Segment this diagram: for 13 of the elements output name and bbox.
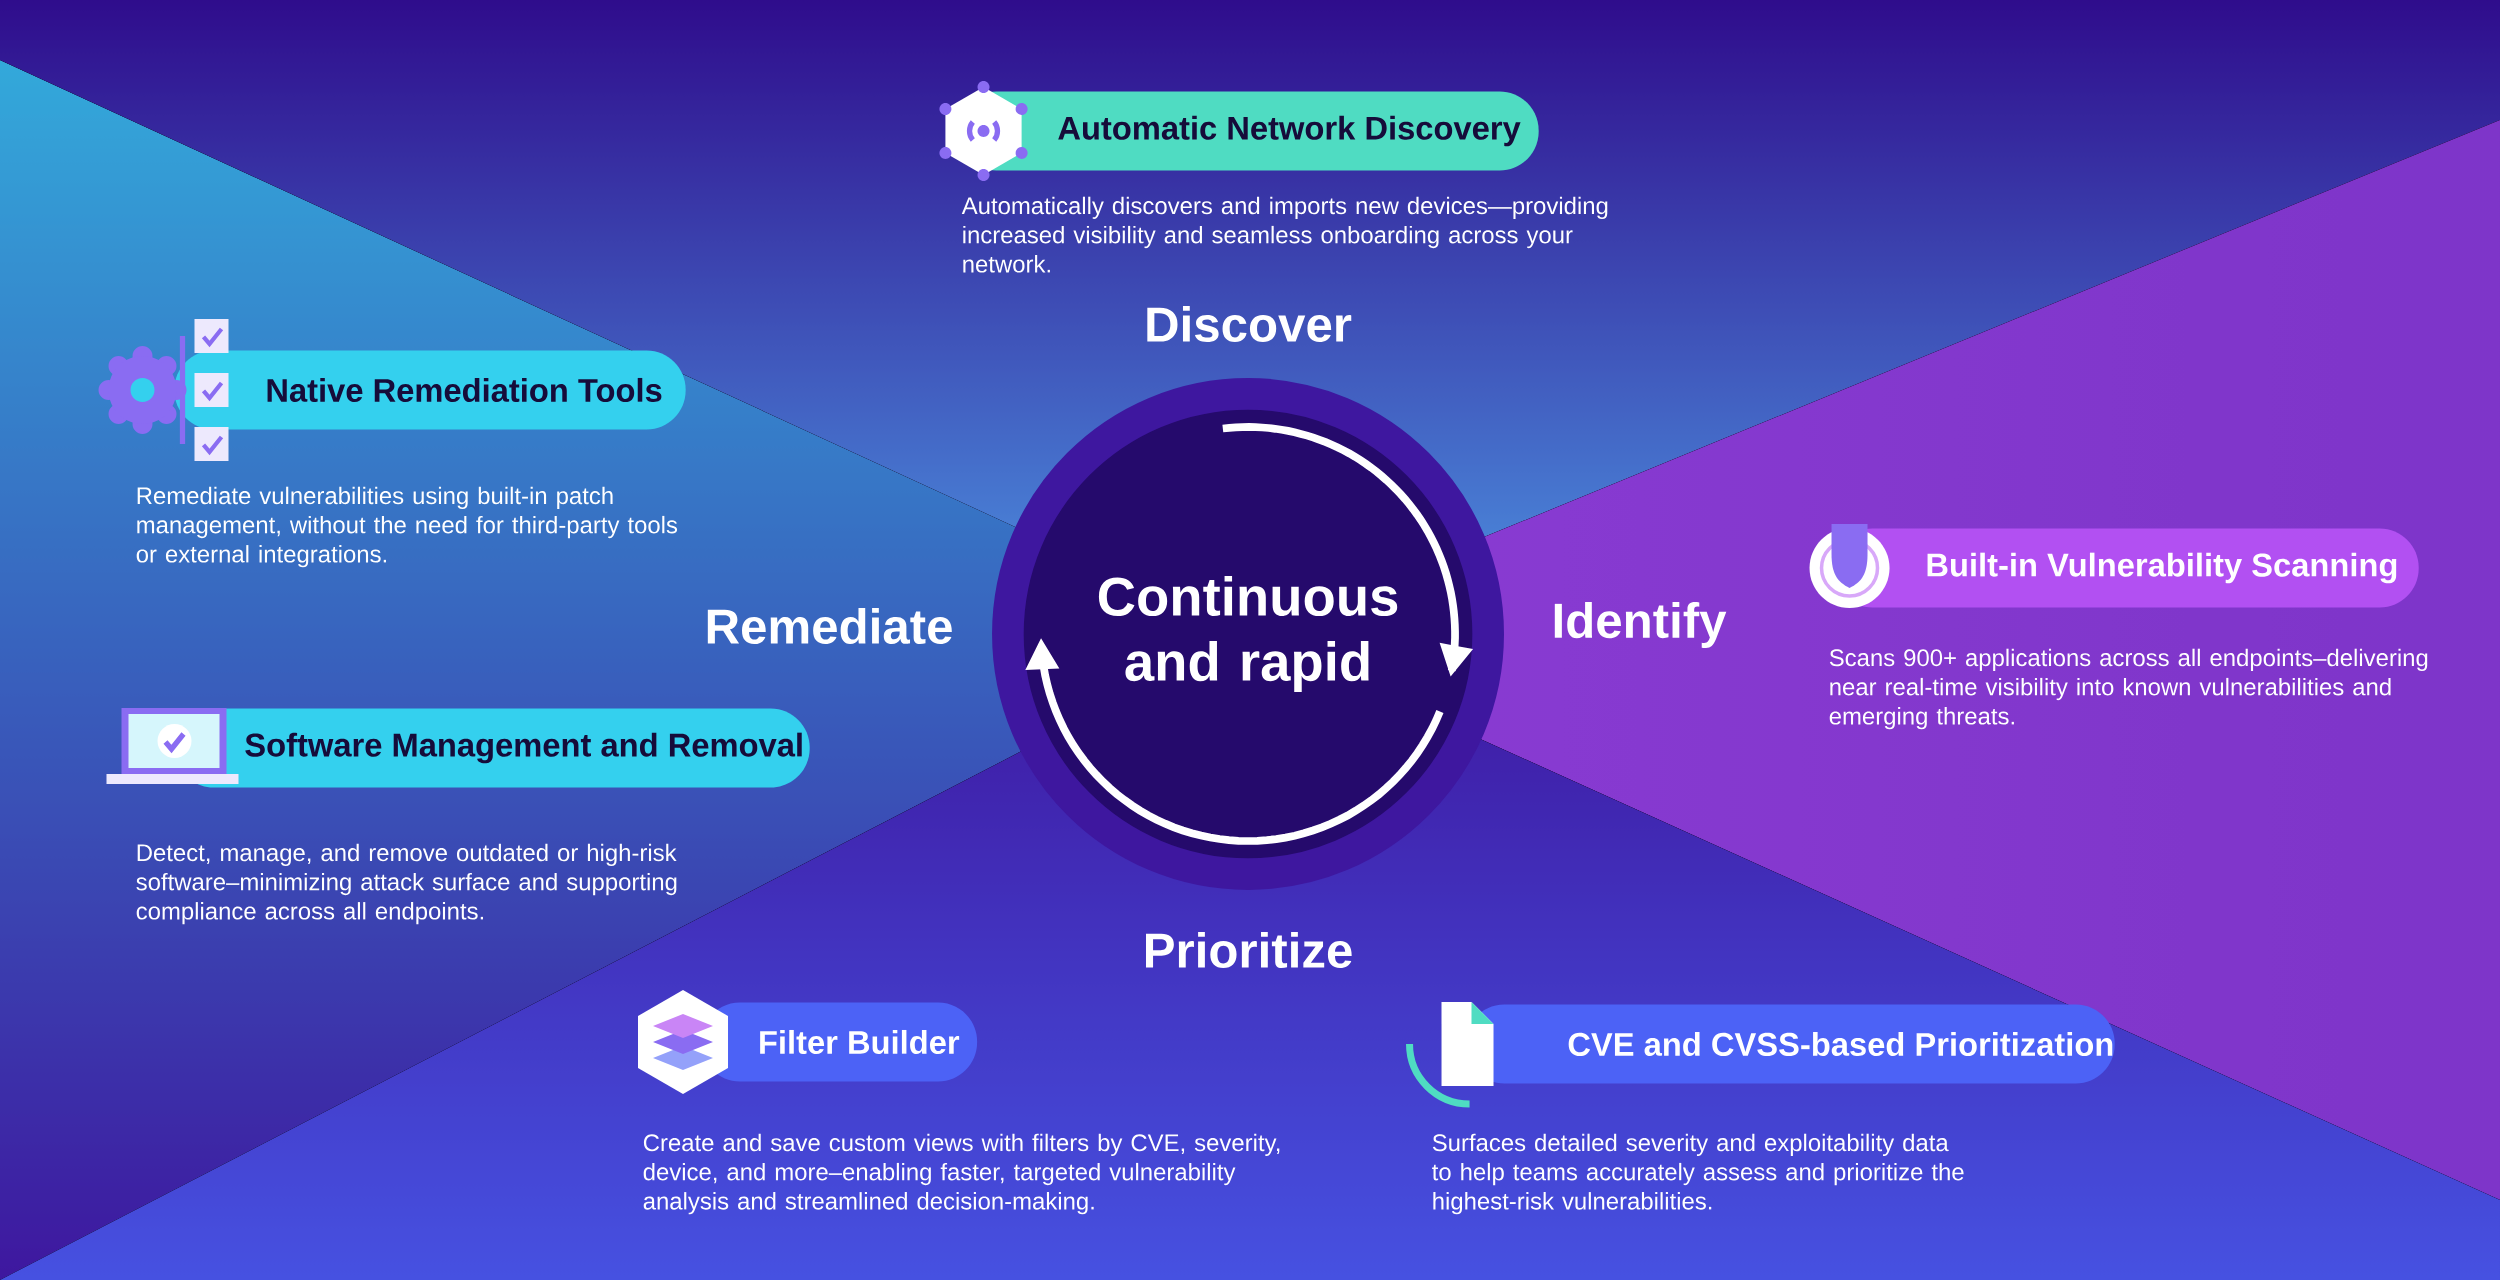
feature-pill: Software Management and Removal: [174, 708, 810, 788]
feature-pill: CVE and CVSS-based Prioritization: [1465, 1004, 2115, 1084]
description-text: Automatically discovers and imports new devices—providing increased visibility and seamless onboarding across your network.: [961, 196, 1608, 273]
description-text: Remediate vulnerabilities using built-in patch management, without the need for third-party tools or external integrations.: [136, 486, 678, 568]
stage-label: Discover: [1147, 305, 1352, 343]
description-text: Surfaces detailed severity and exploitability data to help teams accurately assess and prioritize the highest-risk vulnerabilities.: [1432, 1133, 1964, 1215]
stage-label: Identify: [1554, 602, 1727, 648]
feature-pill: Native Remediation Tools: [174, 350, 686, 430]
description-text: Create and save custom views with filters by CVE, severity, device, and more–enabling faster, targeted vulnerability analysis and streamlined decision-making.: [643, 1133, 1280, 1215]
description-text: Scans 900+ applications across all endpoints–delivering near real-time visibility into known vulnerabilities and emerging threats.: [1829, 648, 2428, 730]
stage-label: Prioritize: [1146, 931, 1352, 969]
stage-label: Remediate: [707, 607, 952, 645]
description-text: Detect, manage, and remove outdated or high-risk software–minimizing attack surface and supporting compliance across all endpoints.: [136, 843, 677, 925]
